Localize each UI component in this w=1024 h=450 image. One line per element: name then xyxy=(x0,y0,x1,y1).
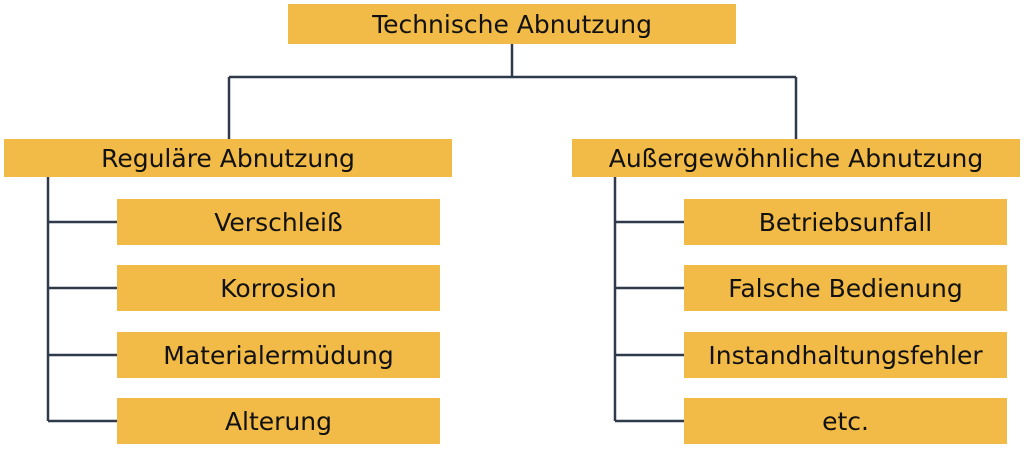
leaf-node: Alterung xyxy=(117,398,440,444)
branch-node-exceptional: Außergewöhnliche Abnutzung xyxy=(572,139,1020,177)
leaf-node: Materialermüdung xyxy=(117,332,440,378)
leaf-node: Betriebsunfall xyxy=(684,199,1007,245)
root-node: Technische Abnutzung xyxy=(288,4,736,44)
branch-node-regular: Reguläre Abnutzung xyxy=(4,139,452,177)
leaf-node: Korrosion xyxy=(117,265,440,311)
leaf-node: etc. xyxy=(684,398,1007,444)
leaf-node: Verschleiß xyxy=(117,199,440,245)
leaf-node: Instandhaltungsfehler xyxy=(684,332,1007,378)
leaf-node: Falsche Bedienung xyxy=(684,265,1007,311)
